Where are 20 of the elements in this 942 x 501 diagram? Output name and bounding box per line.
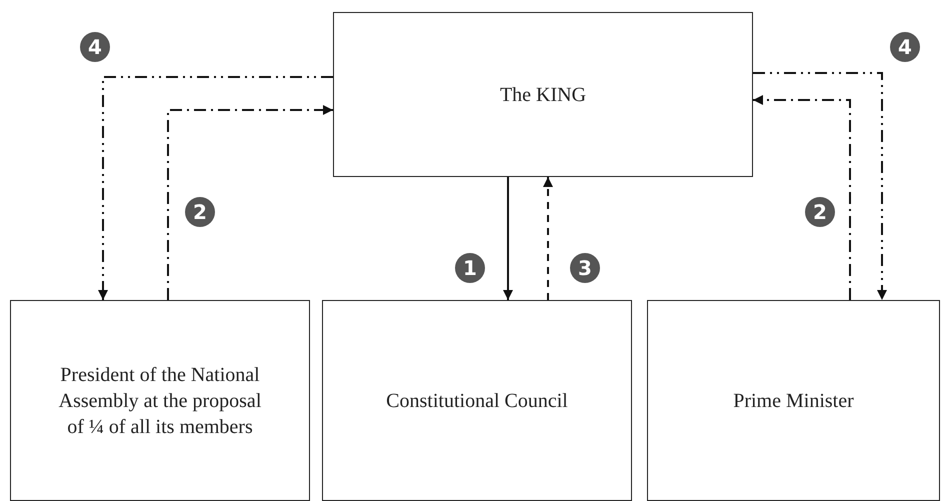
box-label: Constitutional Council <box>385 388 569 414</box>
arrow <box>753 72 887 300</box>
box-label: The KING <box>498 82 588 108</box>
process-box <box>322 300 632 501</box>
box-label: President of the National Assembly at the proposal of ¼ of all its members <box>58 362 262 440</box>
arrow <box>98 76 333 300</box>
step-number-badge: 4 <box>80 32 110 62</box>
step-number-badge: 3 <box>570 253 600 283</box>
arrow <box>503 177 513 300</box>
process-box <box>333 12 753 177</box>
arrow <box>167 105 333 300</box>
step-number-badge: 2 <box>805 197 835 227</box>
arrow <box>753 95 851 300</box>
step-number-badge: 1 <box>455 253 485 283</box>
arrow <box>543 177 553 300</box>
process-box <box>647 300 940 501</box>
step-number-badge: 4 <box>890 32 920 62</box>
step-number-badge: 2 <box>185 197 215 227</box>
box-label: Prime Minister <box>732 388 855 414</box>
process-box <box>10 300 310 501</box>
